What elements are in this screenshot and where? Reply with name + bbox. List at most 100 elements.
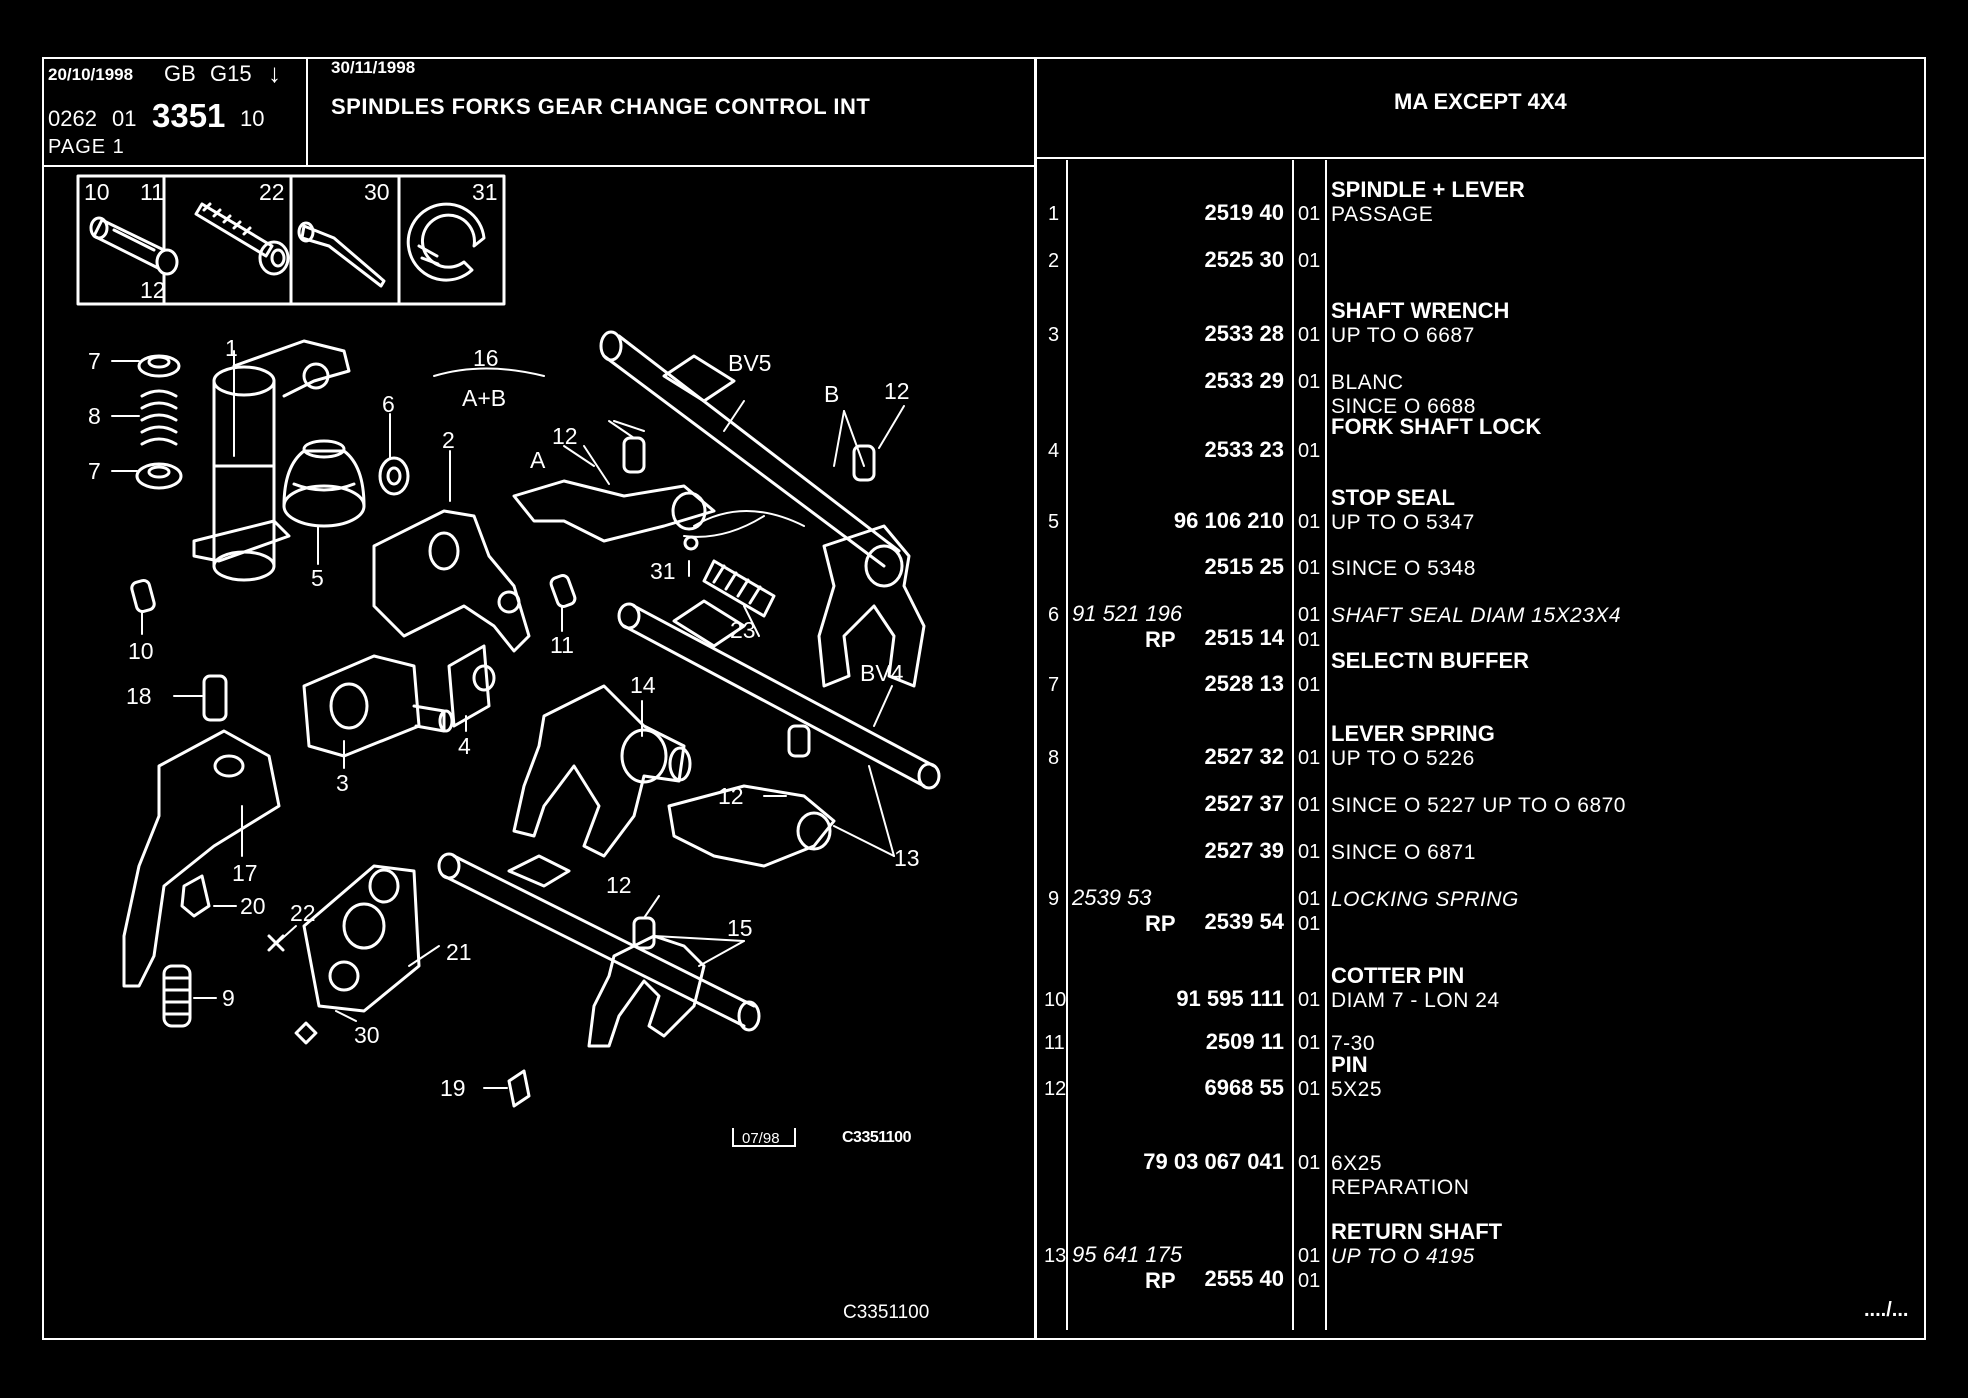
part-30-rivet	[294, 1021, 318, 1045]
part-name: FORK SHAFT LOCK	[1331, 414, 1542, 439]
header-group-num: 3351	[152, 97, 226, 134]
header-page: PAGE 1	[48, 136, 125, 158]
page-title: SPINDLES FORKS GEAR CHANGE CONTROL INT	[331, 94, 871, 119]
fork-shaft-bv4	[617, 599, 941, 790]
part-number-superseded: 95 641 175	[1072, 1242, 1183, 1267]
column-divider-qty	[1325, 160, 1327, 1330]
row-index: 12	[1044, 1078, 1067, 1100]
part-12-pin-c	[787, 724, 811, 758]
callout-31: 31	[650, 558, 676, 584]
part-description: SINCE O 5227 UP TO O 6870	[1331, 794, 1626, 817]
part-number: 2527 39	[1204, 838, 1284, 863]
part-12-pin-b	[852, 444, 876, 482]
row-index: 2	[1048, 250, 1060, 272]
part-description-line2: REPARATION	[1331, 1176, 1470, 1199]
part-number: 2533 28	[1204, 321, 1284, 346]
header-date2: 30/11/1998	[331, 58, 416, 77]
header-country: GB	[164, 61, 196, 86]
column-divider-partnum	[1292, 160, 1294, 1330]
stamp-box	[732, 1128, 796, 1147]
callout-6: 6	[382, 391, 395, 417]
part-number: 96 106 210	[1173, 508, 1284, 533]
callout-bv5: BV5	[728, 350, 771, 376]
callout-20: 20	[240, 893, 266, 919]
callout-11: 11	[550, 632, 574, 658]
callout-21: 21	[446, 939, 472, 965]
quantity: 01	[1298, 371, 1321, 393]
quantity: 01	[1298, 1032, 1321, 1054]
part-number: 2527 32	[1204, 744, 1284, 769]
callout-12d: 12	[606, 872, 632, 898]
part-23-spring	[702, 559, 776, 618]
callout-16: 16	[473, 345, 499, 371]
callout-8: 8	[88, 403, 101, 429]
part-description: UP TO O 5347	[1331, 511, 1475, 534]
callout-9: 9	[222, 985, 235, 1011]
quantity: 01	[1298, 841, 1321, 863]
callout-4: 4	[458, 733, 471, 759]
part-description-superseded: UP TO O 4195	[1331, 1245, 1475, 1268]
row-index: 9	[1048, 888, 1060, 910]
part-description-line2: SINCE O 6688	[1331, 395, 1476, 418]
callout-30: 30	[354, 1022, 380, 1048]
column-divider-main	[1034, 57, 1037, 1340]
part-20-buffer	[180, 874, 211, 918]
fork-shaft-bv5	[599, 330, 901, 568]
callout-13: 13	[894, 845, 920, 871]
part-description: SINCE O 5348	[1331, 557, 1476, 580]
model-label: MA EXCEPT 4X4	[1394, 89, 1567, 114]
row-index: 4	[1048, 440, 1060, 462]
replacement-marker: RP	[1145, 1268, 1176, 1293]
header-divider-left	[306, 57, 308, 167]
part-name: STOP SEAL	[1331, 485, 1455, 510]
part-description-superseded: SHAFT SEAL DIAM 15X23X4	[1331, 604, 1622, 627]
part-number: 2509 11	[1205, 1029, 1284, 1054]
callout-bv4: BV4	[860, 660, 904, 686]
quantity: 01	[1298, 794, 1321, 816]
replacement-part-number: 2515 14	[1204, 625, 1284, 650]
row-index: 5	[1048, 511, 1060, 533]
part-3-shaft-wrench	[302, 654, 454, 758]
exploded-parts-diagram: 1 7 8 7 5 6 2 10 11 18 3 4 17 20 9 30 21…	[76, 174, 941, 1108]
part-13-return-shaft	[667, 784, 836, 868]
callout-23: 23	[730, 617, 756, 643]
part-7-8-buffer-spring	[135, 354, 183, 490]
part-31-ball	[683, 535, 699, 551]
header-bottom-rule-right	[1036, 157, 1926, 159]
part-1-spindle-lever	[192, 339, 351, 582]
fork-shaft-15	[437, 852, 761, 1048]
row-index: 1	[1048, 203, 1060, 225]
row-index: 10	[1044, 989, 1067, 1011]
part-number: 91 595 111	[1176, 986, 1284, 1011]
quantity: 01	[1298, 888, 1321, 910]
callout-3: 3	[336, 770, 349, 796]
part-11-pin	[549, 574, 577, 608]
quantity: 01	[1298, 1245, 1321, 1267]
inset-label-31: 31	[472, 179, 498, 205]
replacement-part-number: 2555 40	[1204, 1266, 1284, 1291]
part-number: 2527 37	[1204, 791, 1284, 816]
inset-label-11: 11	[140, 179, 164, 205]
part-name: SHAFT WRENCH	[1331, 298, 1510, 323]
fork-a	[512, 479, 716, 543]
replacement-marker: RP	[1145, 911, 1176, 936]
part-description-superseded: LOCKING SPRING	[1331, 888, 1519, 911]
quantity: 01	[1298, 1078, 1321, 1100]
part-name: SPINDLE + LEVER	[1331, 177, 1525, 202]
inset-label-12: 12	[140, 277, 166, 303]
replacement-quantity: 01	[1298, 1270, 1321, 1292]
callout-a-plus-b: A+B	[462, 385, 506, 411]
column-divider-index	[1066, 160, 1068, 1330]
part-description: BLANC	[1331, 371, 1404, 394]
quantity: 01	[1298, 989, 1321, 1011]
callout-15: 15	[727, 915, 753, 941]
callout-22: 22	[290, 900, 316, 926]
stamp-date: 07/98	[742, 1130, 780, 1147]
part-number: 2519 40	[1204, 200, 1284, 225]
callout-17: 17	[232, 860, 258, 886]
inset-label-10: 10	[84, 179, 110, 205]
quantity: 01	[1298, 557, 1321, 579]
part-description: PASSAGE	[1331, 203, 1434, 226]
footer-code: C3351100	[843, 1302, 930, 1323]
diagram-ref-code: C3351100	[842, 1129, 911, 1146]
